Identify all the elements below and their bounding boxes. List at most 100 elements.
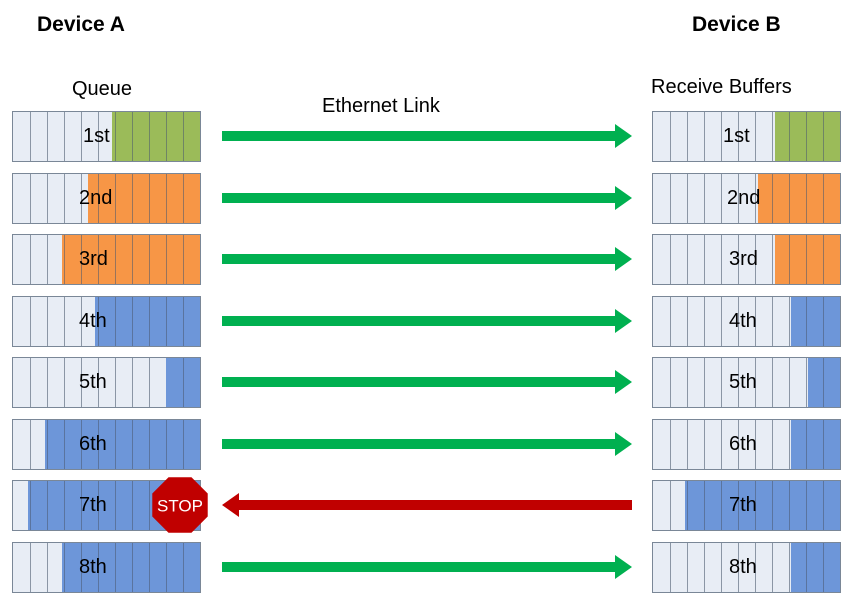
fill-slot-line xyxy=(721,481,722,530)
slot-divider xyxy=(30,543,31,592)
receive-buffer: 4th xyxy=(652,296,841,347)
fill-segment xyxy=(685,481,840,530)
slot-divider xyxy=(687,235,688,284)
slot-divider xyxy=(30,235,31,284)
slot-divider xyxy=(670,420,671,469)
fill-slot-line xyxy=(806,420,807,469)
frame-label: 2nd xyxy=(79,187,113,209)
fill-slot-line xyxy=(149,112,150,161)
slot-divider xyxy=(721,297,722,346)
transmit-arrow xyxy=(222,309,632,333)
fill-slot-line xyxy=(687,481,688,530)
fill-slot-line xyxy=(132,543,133,592)
fill-slot-line xyxy=(81,481,82,530)
fill-slot-line xyxy=(183,235,184,284)
frame-label: 6th xyxy=(79,433,107,455)
slot-divider xyxy=(704,235,705,284)
fill-segment xyxy=(775,112,840,161)
fill-slot-line xyxy=(149,543,150,592)
ethernet-link-label: Ethernet Link xyxy=(322,95,440,117)
fill-slot-line xyxy=(772,481,773,530)
slot-divider xyxy=(789,297,790,346)
fill-slot-line xyxy=(806,174,807,223)
slot-divider xyxy=(772,297,773,346)
frame-label: 8th xyxy=(729,556,757,578)
fill-slot-line xyxy=(166,174,167,223)
slot-divider xyxy=(47,235,48,284)
slot-divider xyxy=(47,358,48,407)
fill-slot-line xyxy=(115,235,116,284)
queue-frame: 3rd xyxy=(12,234,201,285)
receive-buffer: 2nd xyxy=(652,173,841,224)
slot-divider xyxy=(670,358,671,407)
slot-divider xyxy=(81,112,82,161)
fill-slot-line xyxy=(183,297,184,346)
frame-label: 1st xyxy=(723,125,750,147)
receive-buffer: 1st xyxy=(652,111,841,162)
slot-divider xyxy=(772,358,773,407)
arrow-shape xyxy=(222,124,632,148)
slot-divider xyxy=(30,112,31,161)
fill-slot-line xyxy=(115,481,116,530)
slot-divider xyxy=(755,543,756,592)
slot-divider xyxy=(721,543,722,592)
fill-slot-line xyxy=(132,297,133,346)
fill-slot-line xyxy=(149,297,150,346)
slot-divider xyxy=(704,420,705,469)
fill-slot-line xyxy=(64,235,65,284)
device-b-title: Device B xyxy=(692,13,781,36)
fill-slot-line xyxy=(823,420,824,469)
slot-divider xyxy=(755,235,756,284)
slot-divider xyxy=(47,112,48,161)
receive-buffer: 3rd xyxy=(652,234,841,285)
transmit-arrow xyxy=(222,124,632,148)
frame-label: 8th xyxy=(79,556,107,578)
fill-slot-line xyxy=(755,481,756,530)
slot-divider xyxy=(687,358,688,407)
fill-slot-line xyxy=(823,543,824,592)
slot-divider xyxy=(115,358,116,407)
fill-slot-line xyxy=(183,358,184,407)
fill-slot-line xyxy=(47,481,48,530)
frame-label: 5th xyxy=(79,371,107,393)
stop-octagon xyxy=(152,477,208,533)
transmit-arrow xyxy=(222,555,632,579)
fill-slot-line xyxy=(823,481,824,530)
receive-buffer: 6th xyxy=(652,419,841,470)
arrow-shape xyxy=(222,555,632,579)
slot-divider xyxy=(721,112,722,161)
transmit-arrow xyxy=(222,247,632,271)
fill-slot-line xyxy=(115,420,116,469)
frame-label: 4th xyxy=(79,310,107,332)
slot-divider xyxy=(670,481,671,530)
fill-slot-line xyxy=(30,481,31,530)
slot-divider xyxy=(687,543,688,592)
slot-divider xyxy=(687,174,688,223)
fill-slot-line xyxy=(823,174,824,223)
fill-slot-line xyxy=(98,174,99,223)
fill-slot-line xyxy=(132,420,133,469)
slot-divider xyxy=(81,297,82,346)
fill-slot-line xyxy=(806,297,807,346)
fill-slot-line xyxy=(132,112,133,161)
fill-slot-line xyxy=(81,420,82,469)
fill-segment xyxy=(95,297,200,346)
fill-slot-line xyxy=(183,174,184,223)
fill-segment xyxy=(62,543,200,592)
slot-divider xyxy=(755,420,756,469)
slot-divider xyxy=(738,297,739,346)
fill-slot-line xyxy=(98,481,99,530)
fill-segment xyxy=(88,174,200,223)
fill-slot-line xyxy=(149,235,150,284)
fill-slot-line xyxy=(789,235,790,284)
slot-divider xyxy=(738,112,739,161)
fill-slot-line xyxy=(64,543,65,592)
fill-slot-line xyxy=(166,112,167,161)
frame-label: 5th xyxy=(729,371,757,393)
frame-label: 3rd xyxy=(729,248,758,270)
slot-divider xyxy=(772,420,773,469)
arrow-shape xyxy=(222,493,632,517)
fill-segment xyxy=(758,174,840,223)
slot-divider xyxy=(721,235,722,284)
frame-label: 3rd xyxy=(79,248,108,270)
